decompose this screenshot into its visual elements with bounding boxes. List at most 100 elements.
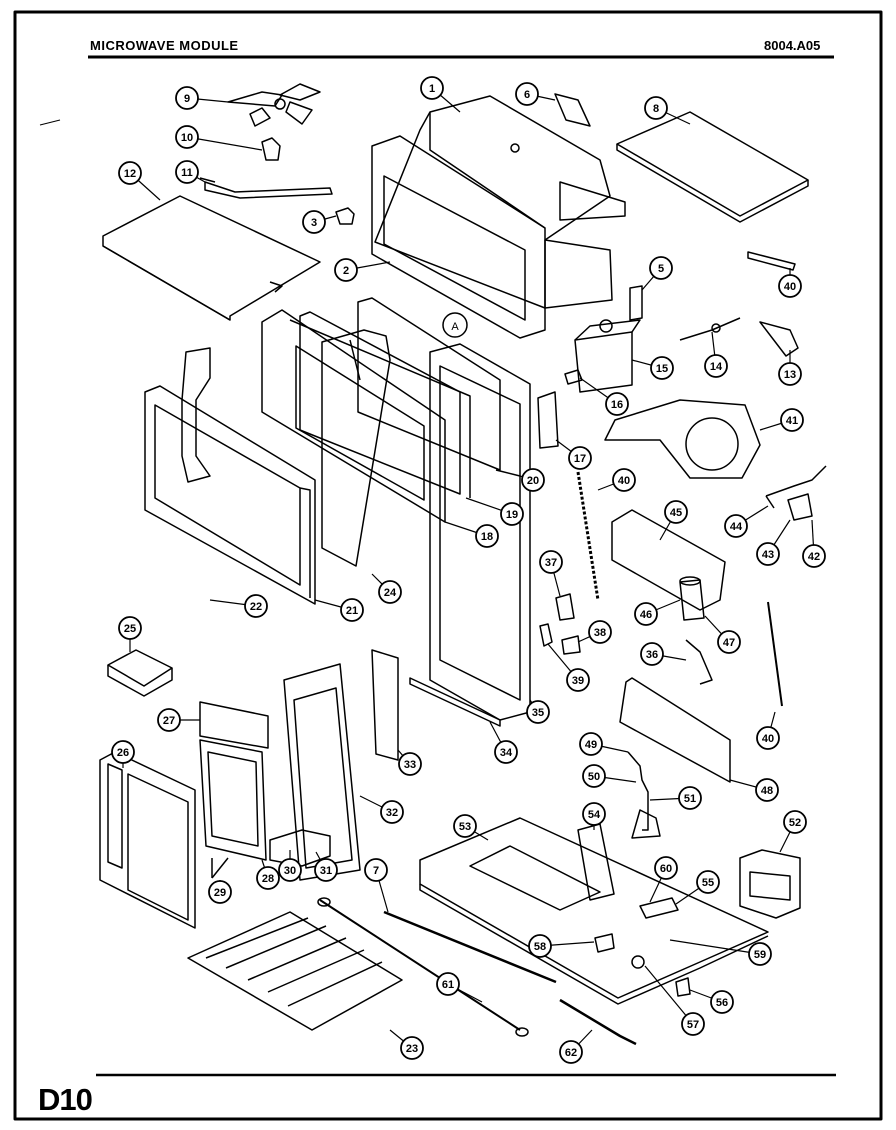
callout-circle [118, 161, 142, 185]
callout-circle [278, 858, 302, 882]
relay-part [269, 829, 331, 867]
callout-circle [559, 1040, 583, 1064]
callout-c40c: 40 [756, 711, 780, 750]
interlock-switch-part [561, 635, 581, 655]
callout-c6: 6 [515, 82, 556, 106]
callout-label: 12 [124, 168, 136, 180]
reference-marker-letter: A [451, 321, 459, 333]
callout-c17: 17 [555, 439, 592, 470]
foot-part [675, 977, 691, 997]
door-latch-part [321, 329, 391, 567]
callout-circle [710, 990, 734, 1014]
callout-label: 6 [524, 89, 530, 101]
callout-label: 37 [545, 557, 557, 569]
callout-label: 5 [658, 263, 664, 275]
callout-label: 54 [588, 809, 601, 821]
callout-label: 48 [761, 785, 773, 797]
callout-c5: 5 [641, 256, 673, 291]
callout-circle [364, 858, 388, 882]
callout-label: 32 [386, 807, 398, 819]
callout-c49: 49 [579, 732, 629, 756]
door-frame-part [261, 309, 446, 523]
callout-circle [778, 274, 802, 298]
callout-c55: 55 [675, 870, 720, 905]
small-plate-part [554, 93, 591, 127]
callout-c19: 19 [465, 497, 524, 526]
callout-circle [400, 1036, 424, 1060]
fastener-part [631, 955, 645, 969]
top-panel-part [102, 195, 321, 321]
callout-c29: 29 [208, 880, 232, 904]
callout-c62: 62 [559, 1029, 593, 1064]
callout-c37: 37 [539, 550, 563, 597]
capacitor-part [679, 576, 705, 621]
rod-part [383, 910, 557, 984]
callout-circle [748, 942, 772, 966]
callout-circle [526, 700, 550, 724]
callout-c39: 39 [547, 643, 590, 692]
callout-circle [605, 392, 629, 416]
callout-circle [654, 856, 678, 880]
callout-label: 25 [124, 623, 136, 635]
callout-circle [650, 356, 674, 380]
page-number: D10 [38, 1082, 93, 1117]
callout-circle [380, 800, 404, 824]
callout-circle [453, 814, 477, 838]
manual-box-part [107, 649, 173, 697]
callout-label: 40 [784, 281, 796, 293]
callout-c30: 30 [278, 850, 302, 882]
switch-bracket-part [537, 391, 559, 449]
callout-circle [568, 446, 592, 470]
door-choke-part [357, 297, 521, 477]
callout-label: 28 [262, 873, 274, 885]
callout-label: 41 [786, 415, 798, 427]
callout-circle [118, 616, 142, 640]
leader-line [211, 857, 229, 879]
callout-label: 26 [117, 747, 129, 759]
callout-c31: 31 [314, 851, 338, 882]
callout-c16: 16 [579, 377, 629, 416]
callout-circle [678, 786, 702, 810]
callout-label: 38 [594, 627, 606, 639]
callout-circle [802, 544, 826, 568]
callout-circle [649, 256, 673, 280]
circuit-board-part [199, 739, 267, 861]
callout-label: 29 [214, 887, 226, 899]
callout-c34: 34 [489, 721, 518, 764]
callout-circle [398, 752, 422, 776]
callout-circle [314, 858, 338, 882]
callout-circle [588, 620, 612, 644]
callout-label: 3 [311, 217, 317, 229]
callout-circle [256, 866, 280, 890]
callout-label: 9 [184, 93, 190, 105]
callout-circle [780, 408, 804, 432]
shaft-part [317, 897, 529, 1037]
callout-label: 57 [687, 1019, 699, 1031]
callout-label: 51 [684, 793, 696, 805]
callout-c44: 44 [724, 505, 769, 538]
callout-c46: 46 [634, 599, 681, 626]
callout-circle [634, 602, 658, 626]
fan-motor-part [765, 465, 827, 521]
callout-c60: 60 [649, 856, 678, 903]
callout-circle [521, 468, 545, 492]
gasket-strip-part [747, 251, 796, 271]
callout-c35: 35 [526, 699, 550, 724]
callout-label: 23 [406, 1043, 418, 1055]
callout-label: 30 [284, 865, 296, 877]
callout-circle [539, 550, 563, 574]
callout-circle [334, 258, 358, 282]
callout-label: 47 [723, 637, 735, 649]
callout-c26: 26 [111, 740, 135, 768]
callout-label: 2 [343, 265, 349, 277]
callout-circle [175, 160, 199, 184]
callout-leader [186, 136, 263, 151]
callout-circle [244, 594, 268, 618]
channel-bar-part [577, 823, 615, 901]
control-bracket-part [283, 663, 361, 881]
callout-circle [494, 740, 518, 764]
trim-strip-part [409, 677, 501, 727]
callout-c3: 3 [302, 210, 337, 234]
